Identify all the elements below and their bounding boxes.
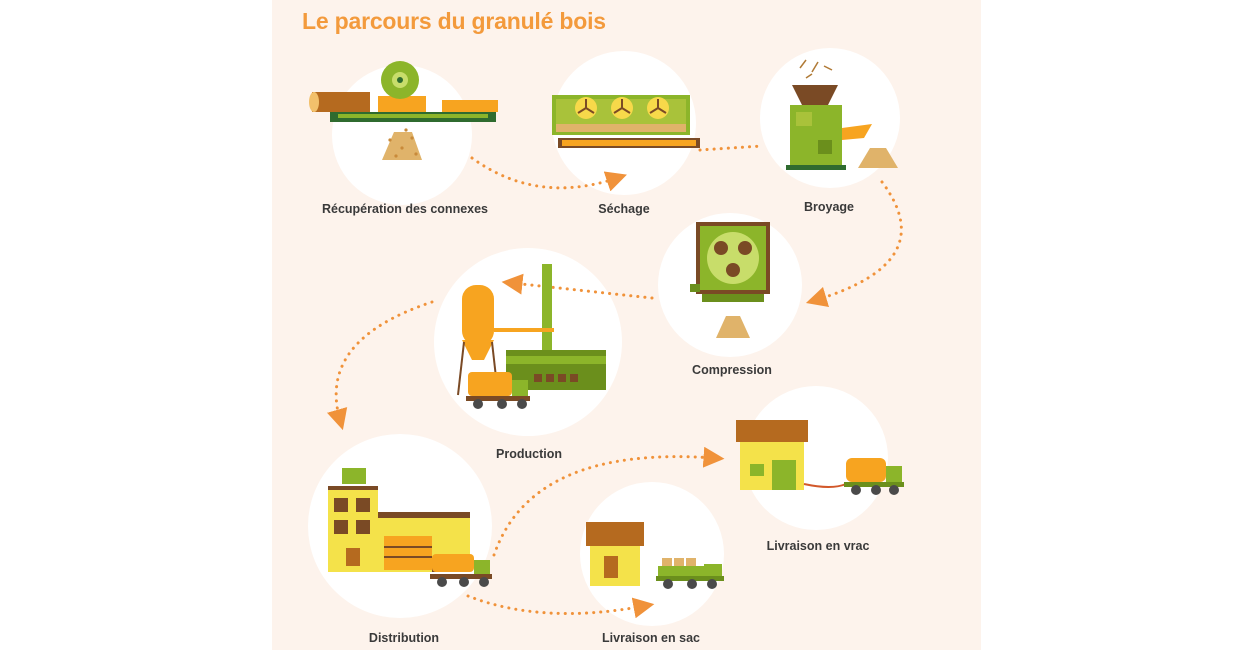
- arrow-sechage-to-broyage: [698, 144, 764, 152]
- arrow-compression-to-production: [501, 273, 654, 300]
- grinder-illustration: [786, 59, 898, 170]
- bag-delivery-illustration: [586, 522, 724, 589]
- dryer-illustration: [552, 95, 700, 148]
- flow-arrows: [327, 144, 903, 619]
- warehouse-illustration: [328, 468, 492, 587]
- circle-production: [434, 248, 622, 436]
- arrow-broyage-to-compression: [805, 180, 903, 308]
- press-illustration: [690, 222, 770, 338]
- page-title: Le parcours du granulé bois: [302, 8, 606, 34]
- arrow-recuperation-to-sechage: [470, 156, 627, 192]
- factory-illustration: [457, 264, 606, 409]
- process-illustration: [308, 48, 904, 626]
- step-label-livraison-vrac: Livraison en vrac: [766, 539, 870, 553]
- step-label-livraison-sac: Livraison en sac: [602, 631, 700, 645]
- infographic-panel: Le parcours du granulé bois: [272, 0, 981, 650]
- step-label-recuperation: Récupération des connexes: [321, 202, 489, 216]
- arrow-production-to-distribution: [327, 300, 434, 431]
- step-label-distribution: Distribution: [368, 631, 440, 645]
- circle-livraison-sac: [580, 482, 724, 626]
- step-label-sechage: Séchage: [598, 202, 650, 216]
- step-label-compression: Compression: [692, 363, 772, 377]
- step-label-broyage: Broyage: [803, 200, 855, 214]
- step-label-production: Production: [496, 447, 562, 461]
- bulk-delivery-illustration: [736, 420, 904, 495]
- sawmill-illustration: [309, 61, 498, 160]
- arrow-distribution-to-livraison-vrac: [492, 446, 725, 557]
